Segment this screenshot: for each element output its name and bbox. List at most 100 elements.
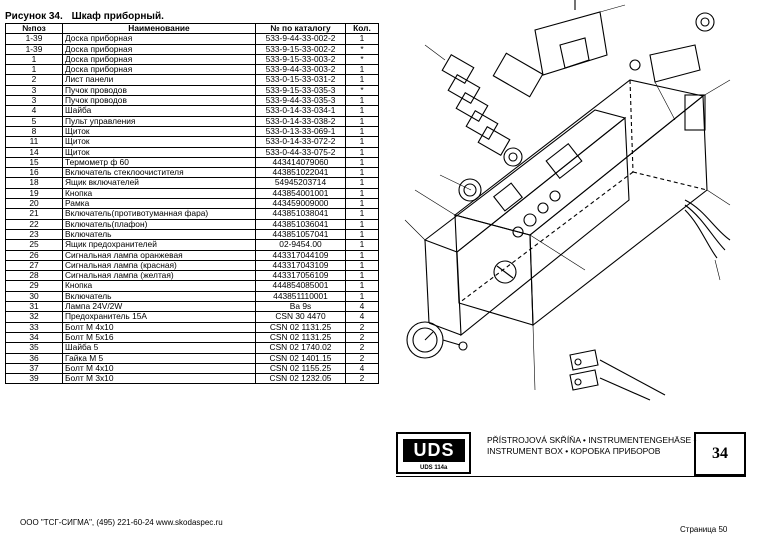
cell-position: 29	[5, 280, 63, 292]
legend-title: PŘÍSTROJOVÁ SKŘÍŇA • INSTRUMENTENGEHÄSE …	[487, 435, 697, 457]
cell-quantity: 1	[345, 33, 379, 45]
cell-name: Включатель стеклоочистителя	[62, 167, 256, 179]
cell-quantity: 2	[345, 342, 379, 354]
cell-position: 15	[5, 156, 63, 169]
cell-name: Сигнальная лампа оранжевая	[62, 249, 256, 261]
uds-logo: UDS UDS 114a	[396, 432, 471, 474]
cell-name: Шайба 5	[62, 342, 256, 354]
cell-quantity: 1	[345, 198, 379, 210]
figure-name: Шкаф приборный.	[71, 11, 164, 22]
cell-quantity: 1	[345, 177, 379, 189]
cell-position: 26	[5, 249, 63, 261]
cell-position: 23	[5, 228, 63, 241]
signal-lamps	[569, 349, 666, 401]
cell-position: 11	[5, 136, 63, 148]
header-quantity: Кол.	[345, 22, 379, 35]
figure-title: Рисунок 34. Шкаф приборный.	[5, 11, 170, 22]
cell-name: Кнопка	[62, 280, 256, 292]
cell-name: Щиток	[62, 136, 256, 148]
cell-name: Включатель(противотуманная фара)	[62, 208, 256, 220]
cell-quantity: 1	[345, 228, 379, 241]
cell-name: Доска приборная	[62, 43, 256, 55]
cell-position: 1	[5, 53, 63, 66]
cell-catalog-number: 533-0-14-33-072-2	[255, 136, 346, 148]
cell-position: 1	[5, 64, 63, 76]
cell-position: 36	[5, 352, 63, 364]
wire-bundle	[684, 199, 731, 259]
cell-name: Пучок проводов	[62, 84, 256, 97]
cell-catalog-number: 533-9-44-33-003-2	[255, 64, 346, 76]
cell-name: Пульт управления	[62, 115, 256, 127]
figure-page-number: 34	[694, 432, 746, 476]
cell-catalog-number: 533-9-15-33-003-2	[255, 53, 346, 66]
front-panel-plate	[423, 109, 630, 337]
cell-catalog-number: 533-0-15-33-031-2	[255, 74, 346, 86]
cell-name: Лист панели	[62, 74, 256, 86]
page-footer: Страница 50	[680, 525, 728, 534]
cell-catalog-number: 533-9-15-33-035-3	[255, 84, 346, 97]
cell-name: Сигнальная лампа (красная)	[62, 259, 256, 272]
cell-position: 3	[5, 84, 63, 97]
cell-position: 31	[5, 301, 63, 313]
cell-position: 22	[5, 218, 63, 230]
cell-quantity: 4	[345, 362, 379, 375]
cell-name: Болт М 4х10	[62, 321, 256, 333]
cell-name: Болт М 5х16	[62, 331, 256, 344]
cell-name: Рамка	[62, 198, 256, 210]
cell-position: 14	[5, 146, 63, 158]
cell-name: Ящик включателей	[62, 177, 256, 189]
cell-catalog-number: 443851036041	[255, 218, 346, 230]
cell-catalog-number: CSN 02 1131.25	[255, 331, 346, 344]
cell-quantity: 1	[345, 259, 379, 272]
cell-catalog-number: 443851057041	[255, 228, 346, 241]
cell-position: 1-39	[5, 43, 63, 55]
cell-quantity: 4	[345, 311, 379, 323]
cell-catalog-number: 443851022041	[255, 167, 346, 179]
cell-catalog-number: CSN 02 1155.25	[255, 362, 346, 375]
cell-quantity: 2	[345, 352, 379, 364]
cell-name: Включатель(плафон)	[62, 218, 256, 230]
cell-catalog-number: 02-9454.00	[255, 239, 346, 251]
cell-quantity: 1	[345, 167, 379, 179]
cell-name: Щиток	[62, 146, 256, 158]
cell-catalog-number: 443854001001	[255, 187, 346, 200]
cell-position: 34	[5, 331, 63, 344]
cell-quantity: 1	[345, 239, 379, 251]
instrument-box-body	[453, 79, 708, 327]
cell-name: Кнопка	[62, 187, 256, 200]
cell-quantity: 2	[345, 331, 379, 344]
cell-quantity: 1	[345, 280, 379, 292]
cell-position: 8	[5, 125, 63, 138]
cell-position: 5	[5, 115, 63, 127]
cell-name: Щиток	[62, 125, 256, 138]
cell-quantity: 1	[345, 146, 379, 158]
cell-name: Включатель	[62, 228, 256, 241]
cell-position: 39	[5, 373, 63, 385]
cell-quantity: *	[345, 43, 379, 55]
cell-position: 35	[5, 342, 63, 354]
cell-catalog-number: 533-0-13-33-069-1	[255, 125, 346, 138]
cell-catalog-number: 54945203714	[255, 177, 346, 189]
cell-quantity: 4	[345, 301, 379, 313]
header-position: №поз	[5, 22, 63, 35]
cell-name: Доска приборная	[62, 53, 256, 66]
cell-name: Предохранитель 15А	[62, 311, 256, 323]
cell-catalog-number: 533-9-44-33-035-3	[255, 95, 346, 107]
top-bracket	[534, 0, 608, 76]
